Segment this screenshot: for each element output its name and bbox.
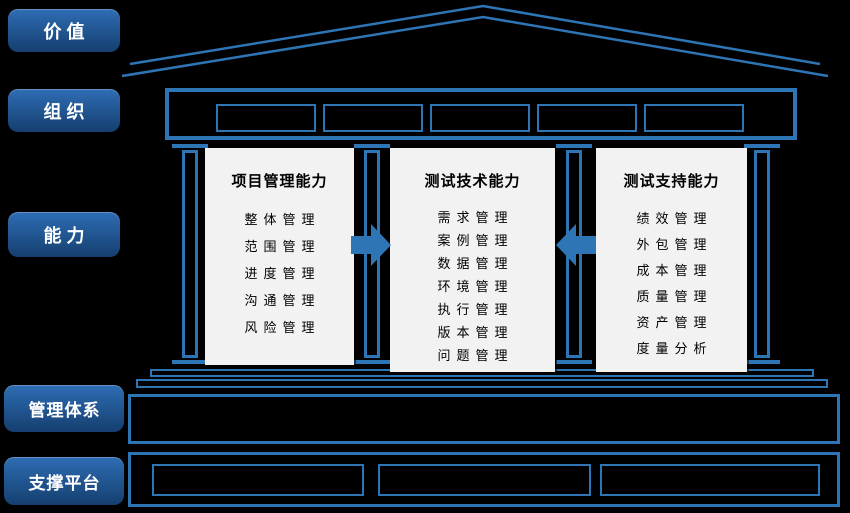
- pillar-cap-bottom: [744, 360, 780, 364]
- capability-item: 进度管理: [244, 267, 321, 282]
- capability-item: 资产管理: [636, 316, 713, 331]
- capability-item: 外包管理: [636, 238, 713, 253]
- pillar-cap-bottom: [172, 360, 208, 364]
- capability-item: 环境管理: [437, 280, 514, 295]
- side-label-management-system-text: 管理体系: [28, 401, 101, 421]
- base-step-lower: [136, 379, 828, 388]
- capability-item: 数据管理: [437, 257, 514, 272]
- capability-item: 范围管理: [244, 240, 321, 255]
- frieze-box: [430, 104, 530, 132]
- support-platform-band: [128, 452, 840, 507]
- management-system-band: [128, 394, 840, 444]
- panel-items: 整体管理 范围管理 进度管理 沟通管理 风险管理: [205, 207, 354, 342]
- capability-item: 问题管理: [437, 349, 514, 364]
- panel-title: 测试支持能力: [623, 172, 720, 190]
- side-label-value: 价值: [8, 9, 120, 52]
- capability-item: 执行管理: [437, 303, 514, 318]
- capability-item: 沟通管理: [244, 294, 321, 309]
- side-label-support-platform: 支撑平台: [4, 457, 124, 505]
- pillar-right: [744, 144, 780, 368]
- frieze-box: [216, 104, 316, 132]
- panel-items: 需求管理 案例管理 数据管理 环境管理 执行管理 版本管理 问题管理: [390, 207, 555, 368]
- capability-item: 质量管理: [636, 290, 713, 305]
- panel-project-management-capability: 项目管理能力 整体管理 范围管理 进度管理 沟通管理 风险管理: [205, 148, 354, 365]
- capability-item: 案例管理: [437, 234, 514, 249]
- capability-item: 需求管理: [437, 211, 514, 226]
- pillar-shaft: [182, 150, 198, 358]
- frieze-box: [537, 104, 637, 132]
- roof-inner-line: [121, 15, 829, 78]
- side-label-management-system: 管理体系: [4, 385, 124, 432]
- side-label-support-platform-text: 支撑平台: [28, 473, 101, 494]
- panel-title: 项目管理能力: [231, 172, 328, 190]
- pillar-cap-top: [556, 144, 592, 148]
- side-label-organization-text: 组织: [43, 101, 90, 123]
- pillar-shaft: [754, 150, 770, 358]
- panel-testing-support-capability: 测试支持能力 绩效管理 外包管理 成本管理 质量管理 资产管理 度量分析: [596, 148, 747, 372]
- pillar-cap-top: [354, 144, 390, 148]
- capability-item: 版本管理: [437, 326, 514, 341]
- side-label-capability-text: 能力: [43, 225, 90, 247]
- side-label-organization: 组织: [8, 89, 120, 132]
- pillar-cap-top: [172, 144, 208, 148]
- side-label-capability: 能力: [8, 212, 120, 257]
- frieze-box: [323, 104, 423, 132]
- panel-items: 绩效管理 外包管理 成本管理 质量管理 资产管理 度量分析: [596, 207, 747, 363]
- panel-testing-technical-capability: 测试技术能力 需求管理 案例管理 数据管理 环境管理 执行管理 版本管理 问题管…: [390, 148, 555, 372]
- capability-item: 度量分析: [636, 342, 713, 357]
- capability-item: 成本管理: [636, 264, 713, 279]
- panel-title: 测试技术能力: [424, 172, 521, 190]
- side-label-value-text: 价值: [43, 21, 90, 43]
- platform-box: [152, 464, 364, 496]
- pillar-cap-bottom: [556, 360, 592, 364]
- capability-item: 绩效管理: [636, 212, 713, 227]
- pillar-left: [172, 144, 208, 368]
- frieze-box: [644, 104, 744, 132]
- arrow-right-icon: [351, 224, 391, 266]
- capability-item: 整体管理: [244, 213, 321, 228]
- roof-outer-line: [129, 4, 821, 66]
- entablature: [165, 88, 797, 140]
- platform-box: [378, 464, 591, 496]
- capability-item: 风险管理: [244, 321, 321, 336]
- platform-box: [600, 464, 820, 496]
- pillar-cap-top: [744, 144, 780, 148]
- arrow-left-icon: [556, 224, 596, 266]
- pillar-cap-bottom: [354, 360, 390, 364]
- roof-outline: [121, 4, 829, 78]
